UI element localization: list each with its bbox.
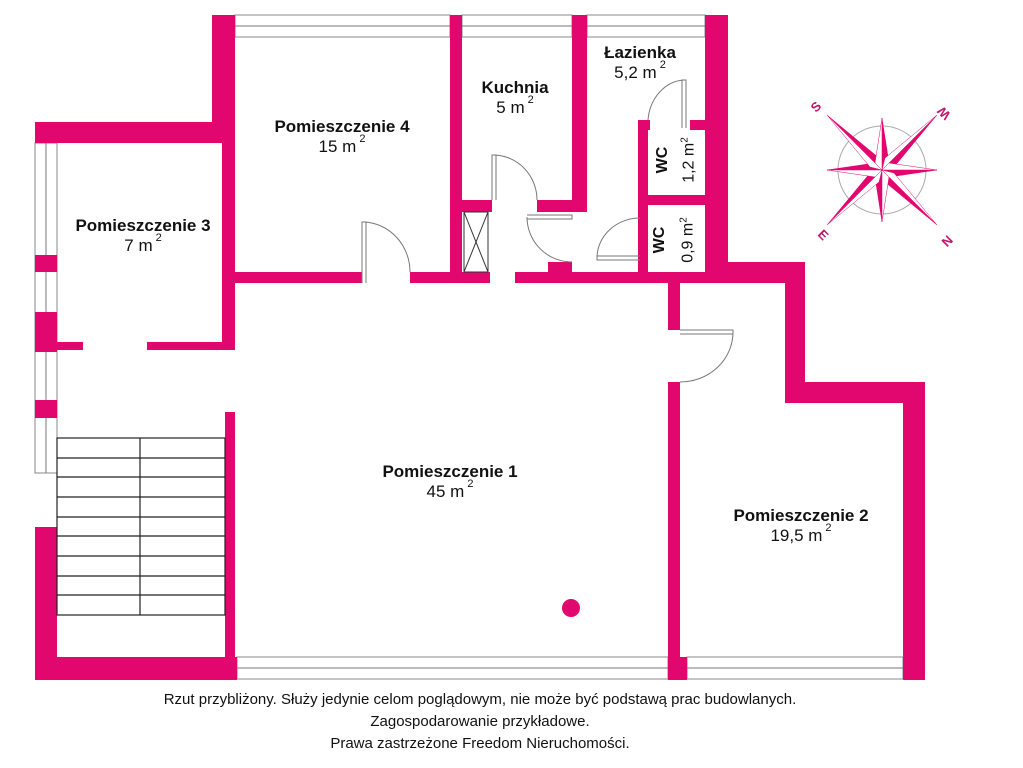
- door-room-4: [361, 221, 411, 283]
- windows: [34, 14, 904, 680]
- room-name: Pomieszczenie 1: [382, 462, 518, 481]
- compass-label-n: N: [939, 233, 956, 250]
- door-room-2: [679, 329, 734, 383]
- door-hall: [526, 214, 573, 263]
- wc-1-name: WC: [654, 147, 672, 174]
- room-area: 5,2 m: [614, 63, 657, 82]
- area-exponent: 2: [659, 59, 666, 71]
- wc-1-area: 1,2 m2: [679, 137, 698, 183]
- wc-2-name: WC: [651, 227, 669, 254]
- area-exponent: 2: [527, 94, 534, 106]
- disclaimer: Rzut przybliżony. Służy jedynie celom po…: [0, 689, 960, 755]
- compass-label-e: E: [815, 226, 832, 243]
- room-name: Pomieszczenie 4: [274, 117, 410, 136]
- area-exponent: 2: [467, 478, 474, 490]
- disclaimer-line-1: Rzut przybliżony. Służy jedynie celom po…: [163, 691, 797, 708]
- area-exponent: 2: [678, 217, 690, 223]
- disclaimer-line-2: Zagospodarowanie przykładowe.: [370, 713, 590, 730]
- room-area: 1,2 m: [680, 142, 698, 183]
- area-exponent: 2: [359, 133, 366, 145]
- room-area: 5 m: [496, 98, 525, 117]
- staircase: [56, 437, 226, 616]
- room-name: WC: [651, 226, 668, 254]
- compass-label-w: W: [934, 103, 954, 123]
- room-area: 0,9 m: [679, 222, 697, 263]
- room-name: Kuchnia: [481, 78, 549, 97]
- room-area: 7 m: [124, 236, 153, 255]
- marker-dot: [562, 599, 580, 617]
- room-area: 19,5 m: [770, 526, 823, 545]
- disclaimer-line-3: Prawa zastrzeżone Freedom Nieruchomości.: [330, 735, 630, 752]
- room-name: Pomieszczenie 2: [733, 506, 869, 525]
- area-exponent: 2: [679, 137, 691, 143]
- room-name: WC: [654, 146, 671, 174]
- compass-rose-icon: S W N E: [807, 98, 955, 250]
- ventilation-shaft: [463, 211, 489, 273]
- area-exponent: 2: [825, 522, 832, 534]
- door-kitchen: [491, 154, 538, 201]
- room-name: Pomieszczenie 3: [75, 216, 211, 235]
- door-wc: [596, 217, 641, 261]
- room-area: 45 m: [426, 482, 465, 501]
- doors: [361, 79, 734, 383]
- wc-2-area: 0,9 m2: [678, 217, 697, 263]
- room-area: 15 m: [318, 137, 357, 156]
- door-bathroom: [647, 79, 687, 128]
- walls: [35, 15, 925, 680]
- compass-label-s: S: [807, 98, 824, 115]
- room-name: Łazienka: [604, 43, 676, 62]
- area-exponent: 2: [155, 232, 162, 244]
